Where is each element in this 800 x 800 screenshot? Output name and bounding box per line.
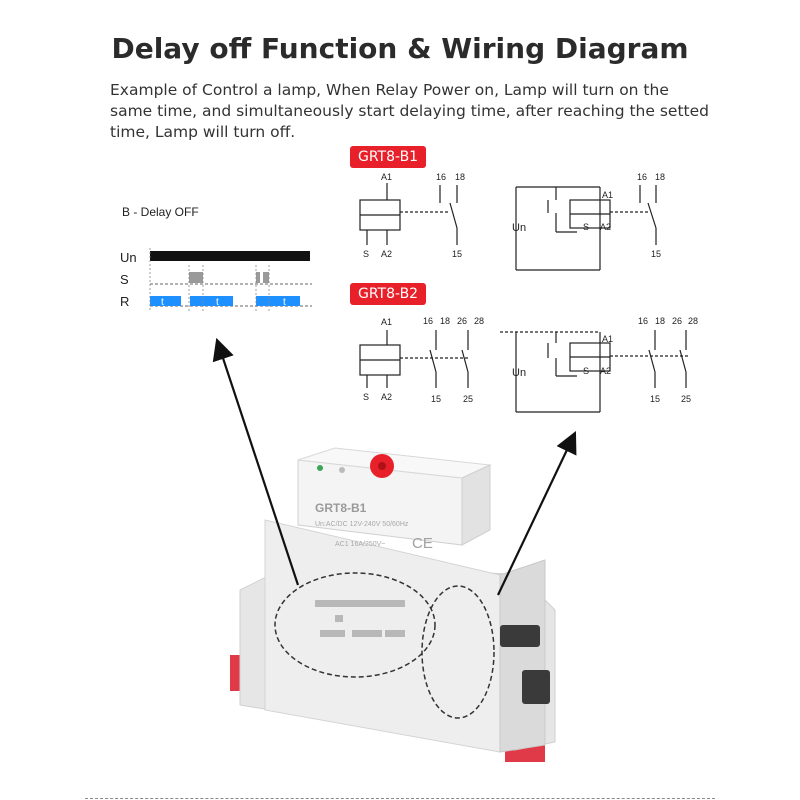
highlight-ellipse-timing xyxy=(274,572,436,678)
svg-text:15: 15 xyxy=(431,394,441,404)
svg-text:A1: A1 xyxy=(602,334,613,344)
power-led xyxy=(317,465,323,471)
device-model-text: GRT8-B1 xyxy=(315,501,367,515)
svg-text:28: 28 xyxy=(474,316,484,326)
bottom-divider xyxy=(85,798,715,799)
svg-text:26: 26 xyxy=(457,316,467,326)
r-pulse xyxy=(256,296,300,306)
b2-wiring-schematic xyxy=(500,330,690,413)
svg-text:16: 16 xyxy=(423,316,433,326)
description-text: Example of Control a lamp, When Relay Po… xyxy=(110,81,709,141)
svg-text:18: 18 xyxy=(440,316,450,326)
r-pulse xyxy=(150,296,181,306)
un-signal-bar xyxy=(150,251,310,261)
svg-text:28: 28 xyxy=(688,316,698,326)
svg-text:16: 16 xyxy=(637,172,647,182)
svg-text:S: S xyxy=(363,249,369,259)
relay-led xyxy=(339,467,345,473)
svg-text:15: 15 xyxy=(452,249,462,259)
b1-wiring-labels: A1 S A2 16 18 15 Un xyxy=(512,172,665,259)
device-printed-diagram xyxy=(315,600,405,637)
svg-text:16: 16 xyxy=(638,316,648,326)
svg-text:A2: A2 xyxy=(381,392,392,402)
b1-relay-labels: A1 S A2 16 18 15 xyxy=(363,172,465,259)
svg-text:25: 25 xyxy=(681,394,691,404)
svg-text:18: 18 xyxy=(655,316,665,326)
t-label: t xyxy=(216,297,219,308)
model-badge-b1: GRT8-B1 xyxy=(350,146,427,168)
highlight-ellipse-wiring xyxy=(421,585,495,719)
svg-text:A1: A1 xyxy=(381,317,392,327)
row-label-s: S xyxy=(120,272,129,287)
b2-wiring-labels: A1 S A2 16 18 26 28 15 25 Un xyxy=(512,316,698,404)
row-label-un: Un xyxy=(120,250,137,265)
r-pulse xyxy=(190,296,233,306)
svg-text:Un: Un xyxy=(512,367,526,379)
svg-text:25: 25 xyxy=(463,394,473,404)
svg-text:A1: A1 xyxy=(602,190,613,200)
t-label: t xyxy=(283,297,286,308)
svg-text:A2: A2 xyxy=(381,249,392,259)
svg-text:S: S xyxy=(583,366,589,376)
s-pulse xyxy=(256,272,260,283)
pointer-arrow-wiring xyxy=(497,431,577,596)
svg-text:26: 26 xyxy=(672,316,682,326)
svg-text:Un: Un xyxy=(512,222,526,234)
svg-text:A2: A2 xyxy=(600,366,611,376)
svg-text:15: 15 xyxy=(650,394,660,404)
b2-relay-labels: A1 S A2 16 18 26 28 15 25 xyxy=(363,316,484,404)
svg-text:S: S xyxy=(363,392,369,402)
timing-diagram: B - Delay OFF Un S R t t t xyxy=(120,205,312,312)
device-rating-text: AC1 16A/250V~ xyxy=(335,541,385,548)
timing-mode-label: B - Delay OFF xyxy=(122,205,199,219)
pointer-arrow-timing xyxy=(212,337,300,586)
row-label-r: R xyxy=(120,294,129,309)
svg-text:S: S xyxy=(583,222,589,232)
ce-mark: CE xyxy=(412,535,433,552)
svg-text:A1: A1 xyxy=(381,172,392,182)
b1-wiring-schematic xyxy=(515,185,657,271)
svg-text:18: 18 xyxy=(655,172,665,182)
svg-text:A2: A2 xyxy=(600,222,611,232)
svg-text:15: 15 xyxy=(651,249,661,259)
b2-relay-schematic xyxy=(359,330,470,388)
device-rating-text: Un:AC/DC 12V-240V 50/60Hz xyxy=(315,521,409,528)
model-badge-b2: GRT8-B2 xyxy=(350,283,427,305)
b1-relay-schematic xyxy=(359,183,458,245)
t-label: t xyxy=(161,297,164,308)
svg-text:18: 18 xyxy=(455,172,465,182)
terminal-block xyxy=(522,670,550,704)
terminal-block xyxy=(500,625,540,647)
s-pulse xyxy=(189,272,203,283)
relay-device: GRT8-B1 Un:AC/DC 12V-240V 50/60Hz AC1 16… xyxy=(230,447,556,762)
svg-text:16: 16 xyxy=(436,172,446,182)
s-pulse xyxy=(263,272,269,283)
page-title: Delay off Function & Wiring Diagram xyxy=(111,32,689,65)
